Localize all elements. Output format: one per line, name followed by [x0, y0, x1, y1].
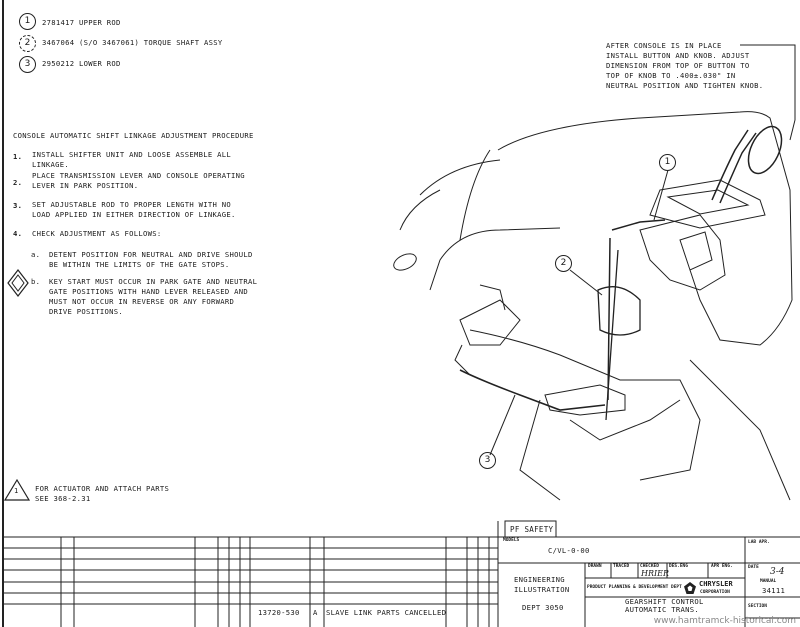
actuator-note-line: FOR ACTUATOR AND ATTACH PARTS — [35, 484, 170, 493]
flag-triangle-icon — [4, 478, 31, 501]
substep-number: a. — [31, 250, 41, 259]
shift-gate — [649, 179, 766, 229]
floor-outline — [469, 329, 791, 501]
substep-number: b. — [31, 277, 41, 286]
knob-note-line: DIMENSION FROM TOP OF BUTTON TO — [606, 61, 750, 70]
knob-note-line: AFTER CONSOLE IS IN PLACE — [606, 41, 722, 50]
watermark: www.hamtramck-historical.com — [653, 616, 796, 626]
cylinder-part — [393, 253, 417, 271]
knob-note-line: INSTALL BUTTON AND KNOB. ADJUST — [606, 51, 750, 60]
step-number: 2. — [13, 178, 23, 187]
torque-shaft — [597, 249, 641, 421]
company-sub: CORPORATION — [700, 590, 730, 595]
date-value: 3-4 — [770, 567, 785, 577]
manual-value: 34111 — [762, 586, 786, 595]
upper-rod — [607, 219, 666, 401]
substep-b-line: GATE POSITIONS WITH HAND LEVER RELEASED … — [49, 287, 248, 296]
step-3-line: SET ADJUSTABLE ROD TO PROPER LENGTH WITH… — [32, 200, 231, 209]
checked-label: CHECKED — [640, 564, 659, 569]
knob-note-line: TOP OF KNOB TO .400±.030" IN — [606, 71, 736, 80]
diagram-callout-2: 2 — [555, 255, 572, 272]
callout-1-icon: 1 — [19, 13, 36, 30]
chrysler-pentastar-logo — [684, 582, 696, 594]
date-label: DATE — [748, 565, 759, 570]
section-label: SECTION — [748, 604, 767, 609]
lower-rod — [459, 369, 606, 411]
step-number: 3. — [13, 201, 23, 210]
drawing-title: AUTOMATIC TRANS. — [625, 605, 700, 614]
shift-lever — [711, 129, 757, 204]
diagram-callout-1: 1 — [659, 154, 676, 171]
dept-label: ENGINEERING — [514, 575, 565, 584]
checked-signature: HRIER — [641, 569, 670, 578]
traced-label: TRACED — [613, 564, 630, 569]
step-1-line: LINKAGE. — [32, 160, 70, 169]
org-name: PRODUCT PLANNING & DEVELOPMENT DEPT — [587, 585, 682, 590]
dept-number: DEPT 3050 — [522, 603, 564, 612]
leader-line-1 — [653, 169, 669, 221]
drawn-label: DRAWN — [588, 564, 602, 569]
lab-apr-label: LAB APR. — [748, 540, 770, 545]
diagram-callout-3: 3 — [479, 452, 496, 469]
part-1: 2781417 UPPER ROD — [42, 18, 121, 27]
page-border — [2, 0, 4, 627]
step-1-line: INSTALL SHIFTER UNIT AND LOOSE ASSEMBLE … — [32, 150, 231, 159]
bellcrank — [544, 384, 626, 416]
step-3-line: LOAD APPLIED IN EITHER DIRECTION OF LINK… — [32, 210, 236, 219]
leader-line-3 — [489, 394, 516, 456]
substep-b-line: DRIVE POSITIONS. — [49, 307, 124, 316]
transmission-lever — [454, 284, 521, 376]
shift-knob — [747, 125, 783, 175]
flag-number: 1 — [14, 487, 19, 495]
part-2: 3467064 (S/O 3467061) TORQUE SHAFT ASSY — [42, 38, 223, 47]
substep-a-line: DETENT POSITION FOR NEUTRAL AND DRIVE SH… — [49, 250, 253, 259]
safety-diamond-icon — [7, 269, 29, 297]
models-value: C/VL-0-00 — [548, 546, 590, 555]
company-name: CHRYSLER — [699, 580, 733, 588]
step-2-line: LEVER IN PARK POSITION. — [32, 181, 139, 190]
procedure-title: CONSOLE AUTOMATIC SHIFT LINKAGE ADJUSTME… — [13, 131, 254, 140]
pf-safety-tab: PF SAFETY — [510, 525, 554, 534]
manual-label: MANUAL — [760, 579, 777, 584]
lower-bracket — [569, 399, 681, 441]
dash-outline — [399, 149, 561, 291]
substep-b-line: MUST NOT OCCUR IN REVERSE OR ANY FORWARD — [49, 297, 235, 306]
linkage-illustration — [393, 44, 796, 501]
revision-letter: A — [313, 608, 318, 617]
step-number: 4. — [13, 229, 23, 238]
substep-b-line: KEY START MUST OCCUR IN PARK GATE AND NE… — [49, 277, 258, 286]
models-label: MODELS — [503, 538, 520, 543]
dept-label: ILLUSTRATION — [514, 585, 570, 594]
substep-a-line: BE WITHIN THE LIMITS OF THE GATE STOPS. — [49, 260, 230, 269]
part-3: 2950212 LOWER ROD — [42, 59, 121, 68]
callout-2-icon: 2 — [19, 35, 36, 52]
console-outline — [497, 111, 793, 346]
shifter-bracket — [639, 214, 726, 291]
callout-3-icon: 3 — [19, 56, 36, 73]
step-number: 1. — [13, 152, 23, 161]
step-4-line: CHECK ADJUSTMENT AS FOLLOWS: — [32, 229, 162, 238]
actuator-note-line: SEE 368-2.31 — [35, 494, 91, 503]
step-2-line: PLACE TRANSMISSION LEVER AND CONSOLE OPE… — [32, 171, 245, 180]
revision-text: SLAVE LINK PARTS CANCELLED — [326, 608, 447, 617]
knob-note-line: NEUTRAL POSITION AND TIGHTEN KNOB. — [606, 81, 764, 90]
des-eng-label: DES.ENG — [669, 564, 688, 569]
drawing-title: GEARSHIFT CONTROL — [625, 597, 704, 606]
revision-number: 13720-530 — [258, 608, 300, 617]
apr-eng-label: APR ENG. — [711, 564, 733, 569]
leader-line-2 — [569, 269, 603, 296]
leader-line — [740, 44, 796, 141]
